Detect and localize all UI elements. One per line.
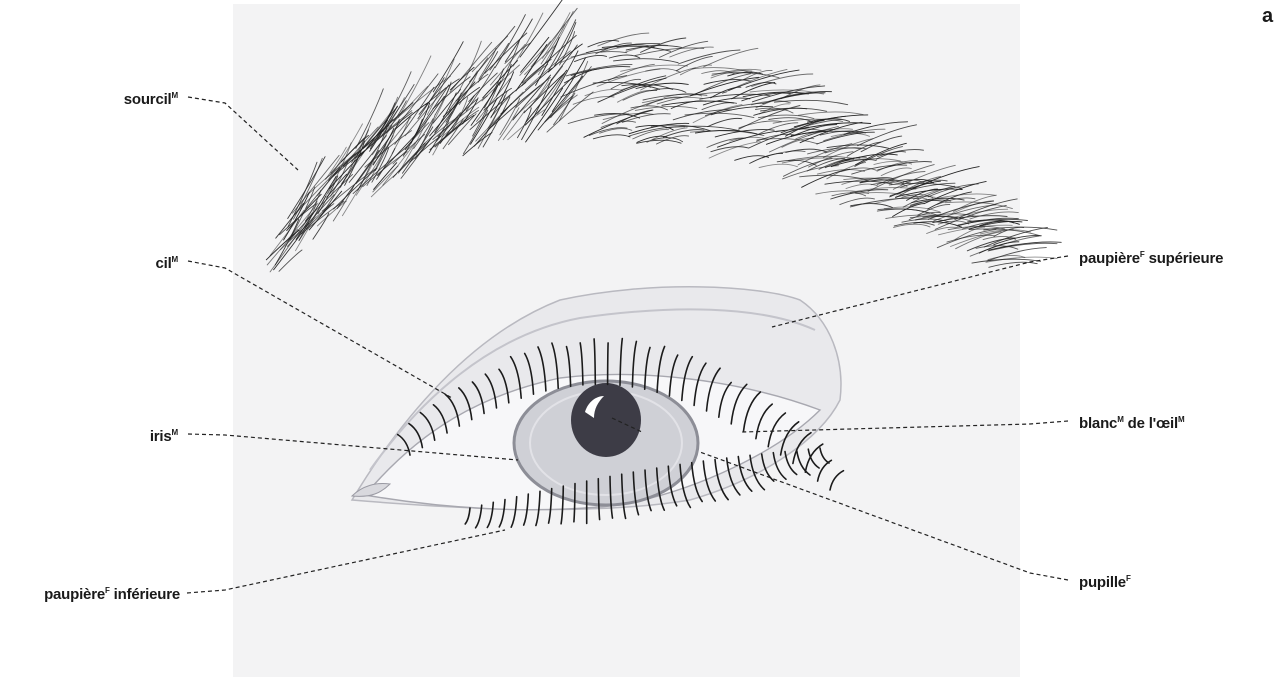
label-eyelash: cilM <box>155 255 178 272</box>
eyelash-stroke <box>608 343 609 385</box>
label-eyebrow: sourcilM <box>124 91 179 108</box>
label-iris: irisM <box>150 428 179 445</box>
label-pupil: pupilleF <box>1079 574 1131 591</box>
corner-mark: a <box>1262 5 1274 27</box>
label-upper-eyelid: paupièreF supérieure <box>1079 250 1223 267</box>
pupil-shape <box>571 383 641 457</box>
label-white-of-eye: blancM de l'œilM <box>1079 415 1185 432</box>
label-lower-eyelid: paupièreF inférieure <box>44 586 180 603</box>
